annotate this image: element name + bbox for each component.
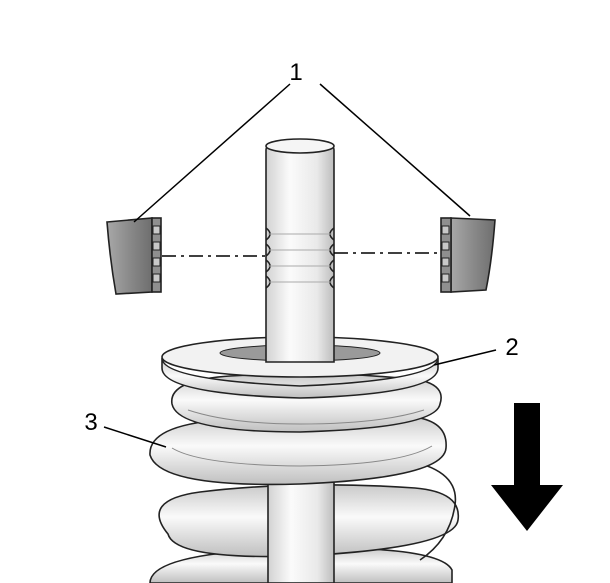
valve-stem-icon xyxy=(265,138,335,363)
valve-keeper-right-icon xyxy=(440,217,496,293)
arrow-down-icon xyxy=(491,403,563,531)
alignment-lines xyxy=(162,252,440,257)
valve-keeper-left-icon xyxy=(106,217,162,295)
callout-2-label: 2 xyxy=(505,334,518,361)
callout-1-label: 1 xyxy=(289,59,302,86)
callout-leaders xyxy=(103,83,497,448)
valve-spring-icon xyxy=(149,372,460,583)
callout-3-label: 3 xyxy=(84,409,97,436)
